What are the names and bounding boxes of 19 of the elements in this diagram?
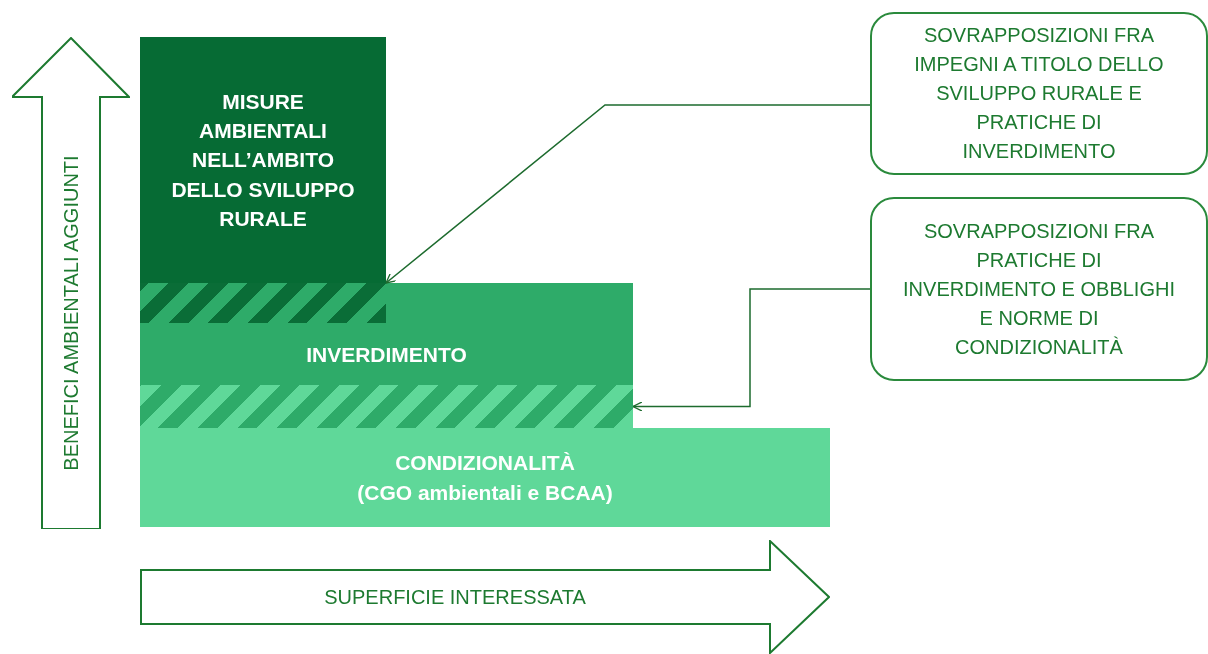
vertical-block-arrow xyxy=(12,37,130,529)
box-label: CONDIZIONALITÀ xyxy=(395,450,575,477)
callout-text: SOVRAPPOSIZIONI FRA PRATICHE DI INVERDIMENTO E OBBLIGHI E NORME DI CONDIZIONALITÀ xyxy=(902,218,1176,360)
callout-text: SOVRAPPOSIZIONI FRA IMPEGNI A TITOLO DELLO SVILUPPO RURALE E PRATICHE DI INVERDIMENTO xyxy=(913,23,1165,164)
callout-box xyxy=(870,197,1208,381)
level-box xyxy=(140,37,386,283)
box-label: INVERDIMENTO xyxy=(306,341,467,368)
hatched-band xyxy=(140,385,633,428)
callout-box xyxy=(870,12,1208,175)
hatched-band xyxy=(140,283,386,323)
box-label: MISURE AMBIENTALI NELL’AMBITO DELLO SVILUPPO RURALE xyxy=(170,88,356,233)
axis-label: BENEFICI AMBIENTALI AGGIUNTI xyxy=(59,155,83,471)
leader-arrow xyxy=(632,288,871,412)
level-box xyxy=(140,428,830,527)
axis-label: SUPERFICIE INTERESSATA xyxy=(324,585,586,609)
horizontal-block-arrow xyxy=(140,540,830,654)
level-box xyxy=(140,283,633,430)
box-label: (CGO ambientali e BCAA) xyxy=(357,479,613,506)
leader-arrow xyxy=(385,104,871,284)
